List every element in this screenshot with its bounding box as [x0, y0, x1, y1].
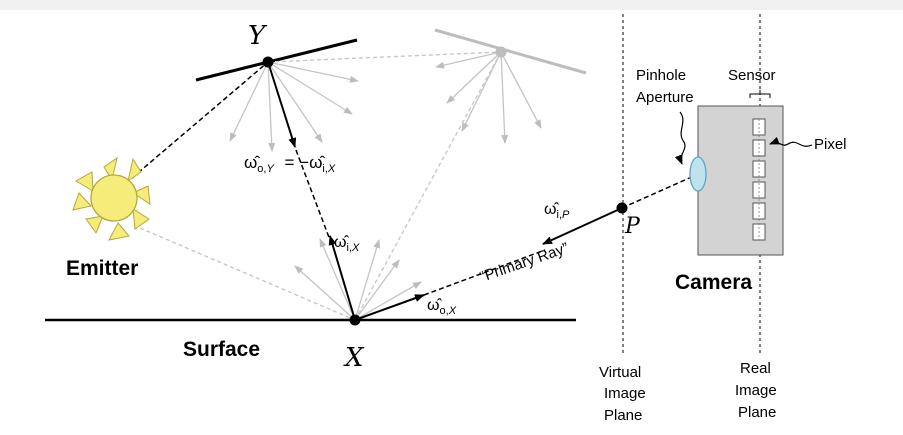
- label-real-3: Plane: [738, 404, 776, 421]
- gray-dashed-paths: [139, 51, 502, 321]
- omega-o-x-arrow: [354, 294, 425, 321]
- label-y: Y: [248, 21, 268, 51]
- y-scatter-rays: [229, 61, 359, 152]
- math-omega-i-p: ω̂i,P: [544, 201, 570, 221]
- omega-o-y-arrow: [267, 61, 297, 148]
- label-primary-ray: “Primary Ray”: [478, 240, 571, 286]
- label-real-1: Real: [740, 360, 771, 377]
- label-real-2: Image: [735, 382, 777, 399]
- primary-ray-dashed: [423, 249, 546, 296]
- point-p: [616, 202, 628, 214]
- omega-i-p-arrow: [542, 207, 623, 245]
- label-virtual-1: Virtual: [599, 364, 641, 381]
- math-omega-o-y: ω̂o,Y = −ω̂i,X: [244, 153, 336, 176]
- camera-body: [697, 105, 784, 256]
- gray-surface-line: [434, 28, 587, 75]
- label-surface: Surface: [183, 338, 260, 361]
- label-pinhole-2: Aperture: [636, 89, 694, 106]
- surface-y-line: [195, 38, 358, 82]
- point-gray: [495, 46, 507, 58]
- math-omega-i-x: ω̂i,X: [334, 234, 360, 254]
- label-camera: Camera: [675, 271, 752, 294]
- label-pixel: Pixel: [814, 136, 847, 153]
- label-sensor: Sensor: [728, 67, 776, 84]
- label-virtual-3: Plane: [604, 407, 642, 424]
- emitter-to-y-path: [131, 61, 269, 179]
- math-omega-o-x: ω̂o,X: [427, 297, 457, 317]
- label-virtual-2: Image: [604, 385, 646, 402]
- omega-i-x-arrow: [328, 235, 356, 321]
- label-emitter: Emitter: [66, 257, 138, 280]
- point-y: [262, 56, 274, 68]
- pinhole-callout: [674, 111, 686, 165]
- pixel-callout: [769, 136, 813, 147]
- sun-icon: [72, 156, 151, 241]
- pinhole-lens: [689, 156, 707, 192]
- top-strip: [0, 0, 903, 10]
- point-x: [349, 314, 361, 326]
- label-p: P: [624, 214, 641, 239]
- gray-point-scatter-rays: [435, 51, 542, 144]
- label-x: X: [343, 343, 365, 373]
- x-scatter-rays: [294, 238, 422, 321]
- label-pinhole-1: Pinhole: [636, 67, 686, 84]
- y-to-x-dashed: [295, 149, 331, 241]
